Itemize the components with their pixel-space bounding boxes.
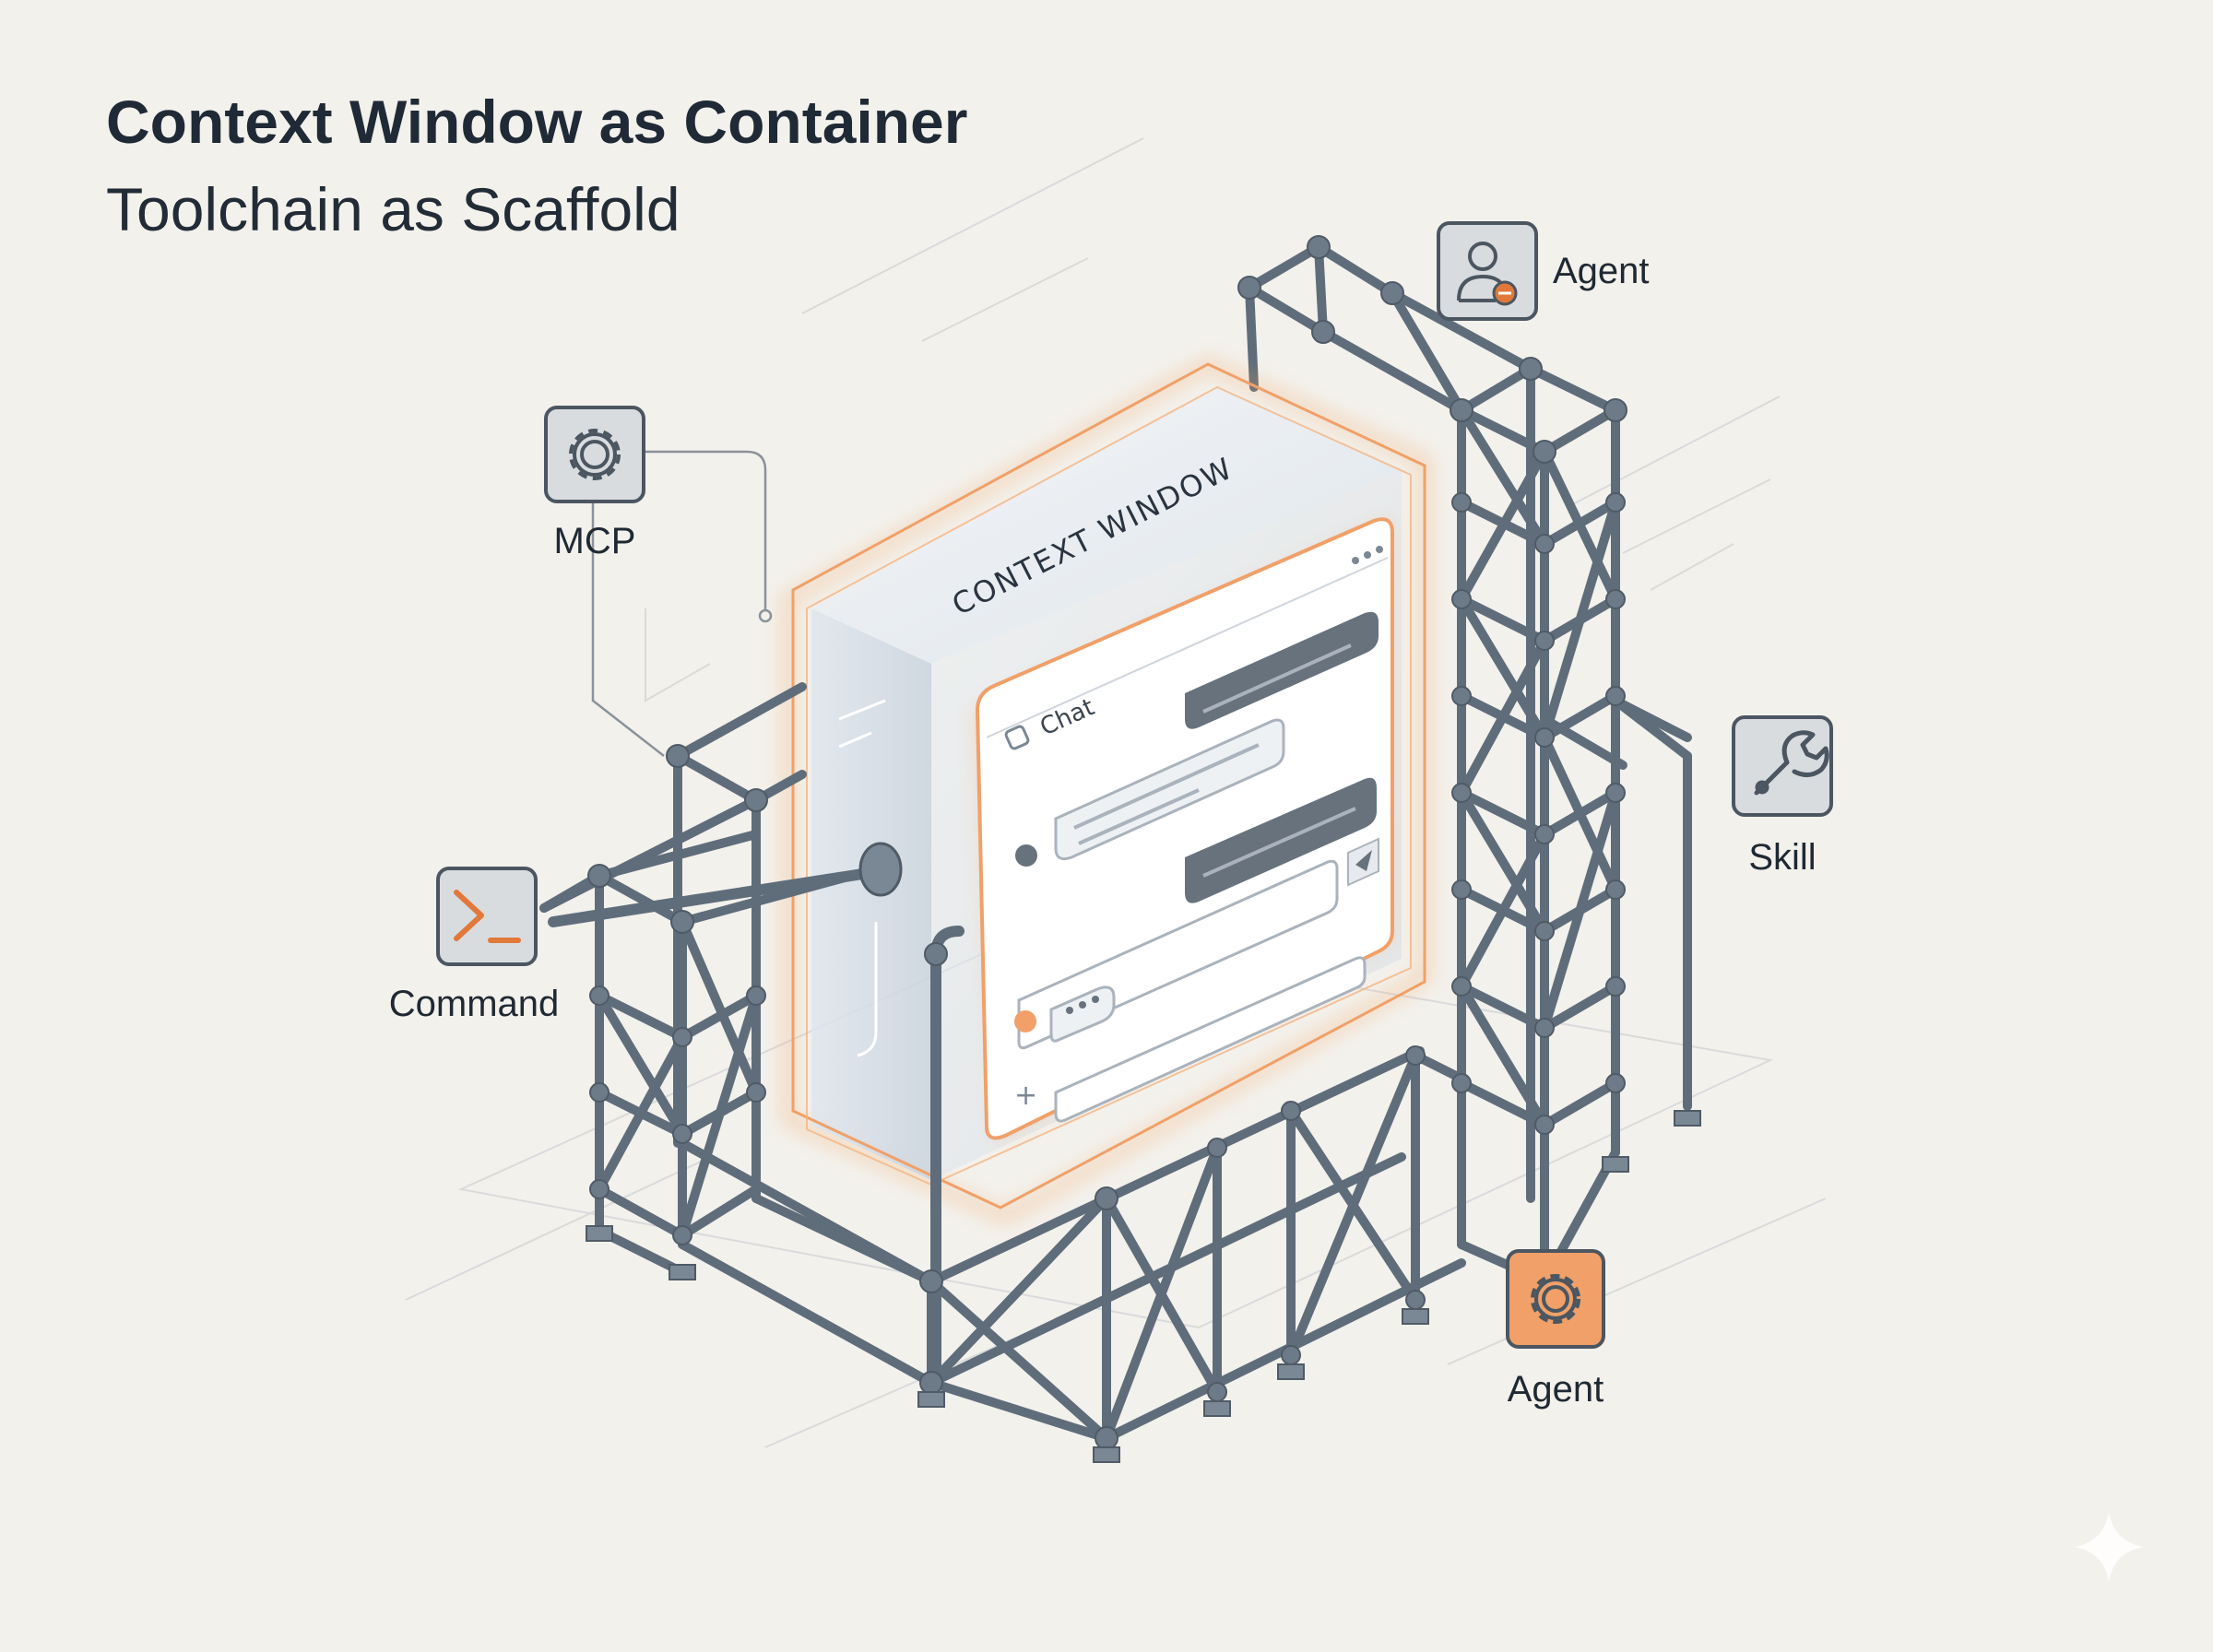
panel-slot [838,699,886,721]
gear-icon [1531,1274,1580,1324]
page-title: Context Window as Container [106,88,967,156]
agent-top-node[interactable] [1437,221,1538,321]
user-icon [1457,242,1505,302]
chat-tab-checkbox[interactable] [1004,725,1030,750]
menu-dot [1376,546,1383,553]
scaffold-joints [587,235,1627,1450]
connector-dot [758,608,773,623]
panel-hook [857,922,878,1057]
sparkle-icon [2075,1512,2144,1582]
chat-avatar [1015,844,1037,867]
menu-dot [1352,557,1359,564]
plus-icon[interactable]: + [1014,1080,1037,1112]
rod-flange [858,842,903,897]
wrench-icon [1754,730,1829,796]
chat-bubble-incoming [1054,718,1285,861]
mcp-label: MCP [554,521,636,561]
command-node[interactable] [436,867,538,966]
base-plates [586,1110,1701,1463]
command-label: Command [389,984,560,1024]
page-subtitle: Toolchain as Scaffold [106,175,680,243]
agent-bottom-node[interactable] [1506,1249,1605,1349]
menu-dot [1364,551,1371,559]
panel-slot [838,731,872,749]
send-icon [1355,850,1372,871]
agent-bottom-label: Agent [1508,1369,1604,1410]
gear-icon [569,429,621,480]
terminal-icon [454,890,521,943]
chat-avatar-orange [1014,1010,1036,1032]
skill-node[interactable] [1732,715,1833,817]
mcp-node[interactable] [544,406,645,503]
connector-lines [591,450,767,757]
skill-label: Skill [1748,837,1816,878]
agent-top-label: Agent [1553,251,1650,291]
scaffold-tower [1245,242,1692,1286]
chat-panel: + [973,516,1394,1143]
compose-bar[interactable] [1054,956,1367,1123]
